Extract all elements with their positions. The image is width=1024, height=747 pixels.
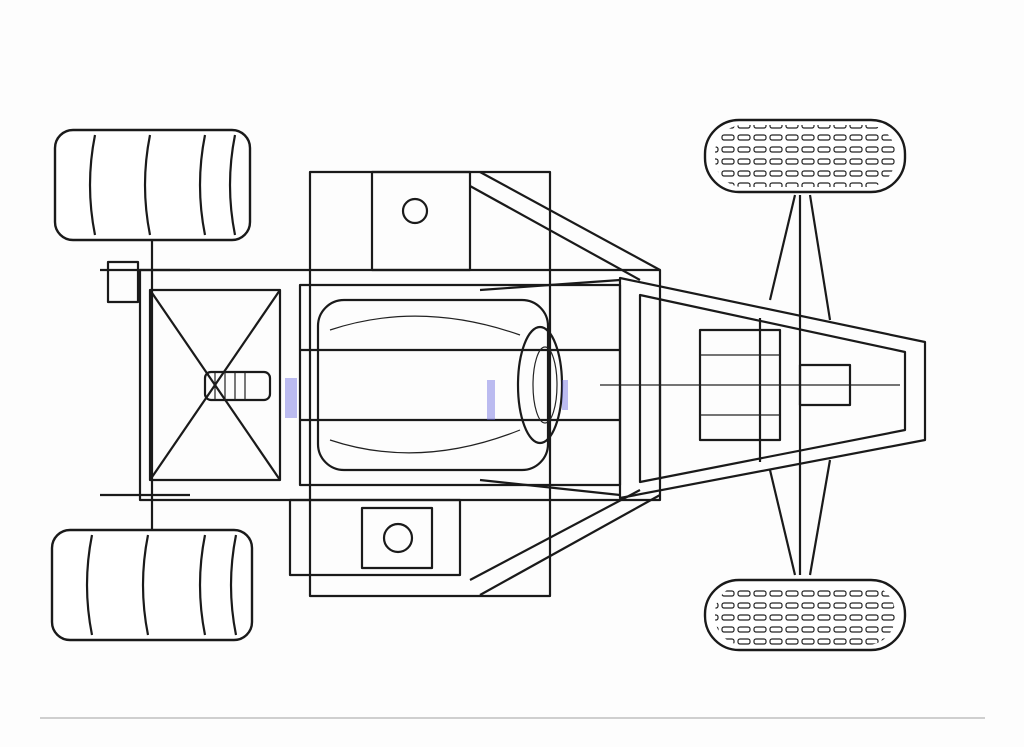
front-wheel-top — [703, 118, 907, 194]
watermark — [285, 378, 568, 420]
steering-assembly — [600, 328, 900, 442]
rear-box — [308, 170, 661, 598]
seat — [316, 298, 564, 472]
front-suspension — [768, 194, 832, 576]
engine — [203, 370, 462, 577]
rear-wheel-bottom — [50, 528, 254, 642]
front-wheel-bottom — [703, 578, 907, 652]
rear-axle — [100, 240, 190, 530]
rear-wheel-top — [53, 128, 252, 242]
